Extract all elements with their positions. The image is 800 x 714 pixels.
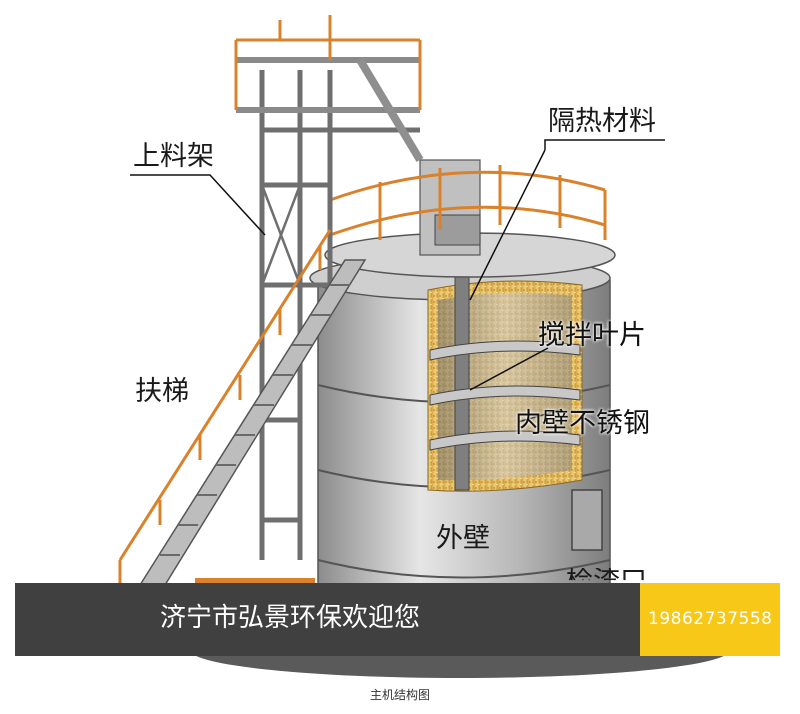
label-discharge-port: 检渣口 bbox=[566, 568, 647, 580]
label-mixing-blade: 搅拌叶片 bbox=[538, 320, 646, 351]
welcome-text: 济宁市弘景环保欢迎您 bbox=[160, 603, 421, 633]
label-inner-wall: 内壁不锈钢 bbox=[515, 408, 650, 439]
leader-lines bbox=[130, 139, 665, 423]
insulation-cutaway bbox=[427, 269, 583, 492]
loading-rack bbox=[234, 15, 424, 560]
top-deck bbox=[324, 159, 616, 278]
phone-badge[interactable] bbox=[640, 583, 780, 656]
label-ladder: 扶梯 bbox=[135, 376, 189, 407]
welcome-banner bbox=[15, 583, 640, 656]
label-feeding-rack: 上料架 bbox=[133, 141, 214, 172]
label-insulation: 隔热材料 bbox=[548, 106, 656, 137]
image-caption: 主机结构图 bbox=[369, 688, 430, 702]
phone-number[interactable]: 19862737558 bbox=[648, 609, 773, 629]
label-outer-wall: 外壁 bbox=[436, 523, 490, 554]
